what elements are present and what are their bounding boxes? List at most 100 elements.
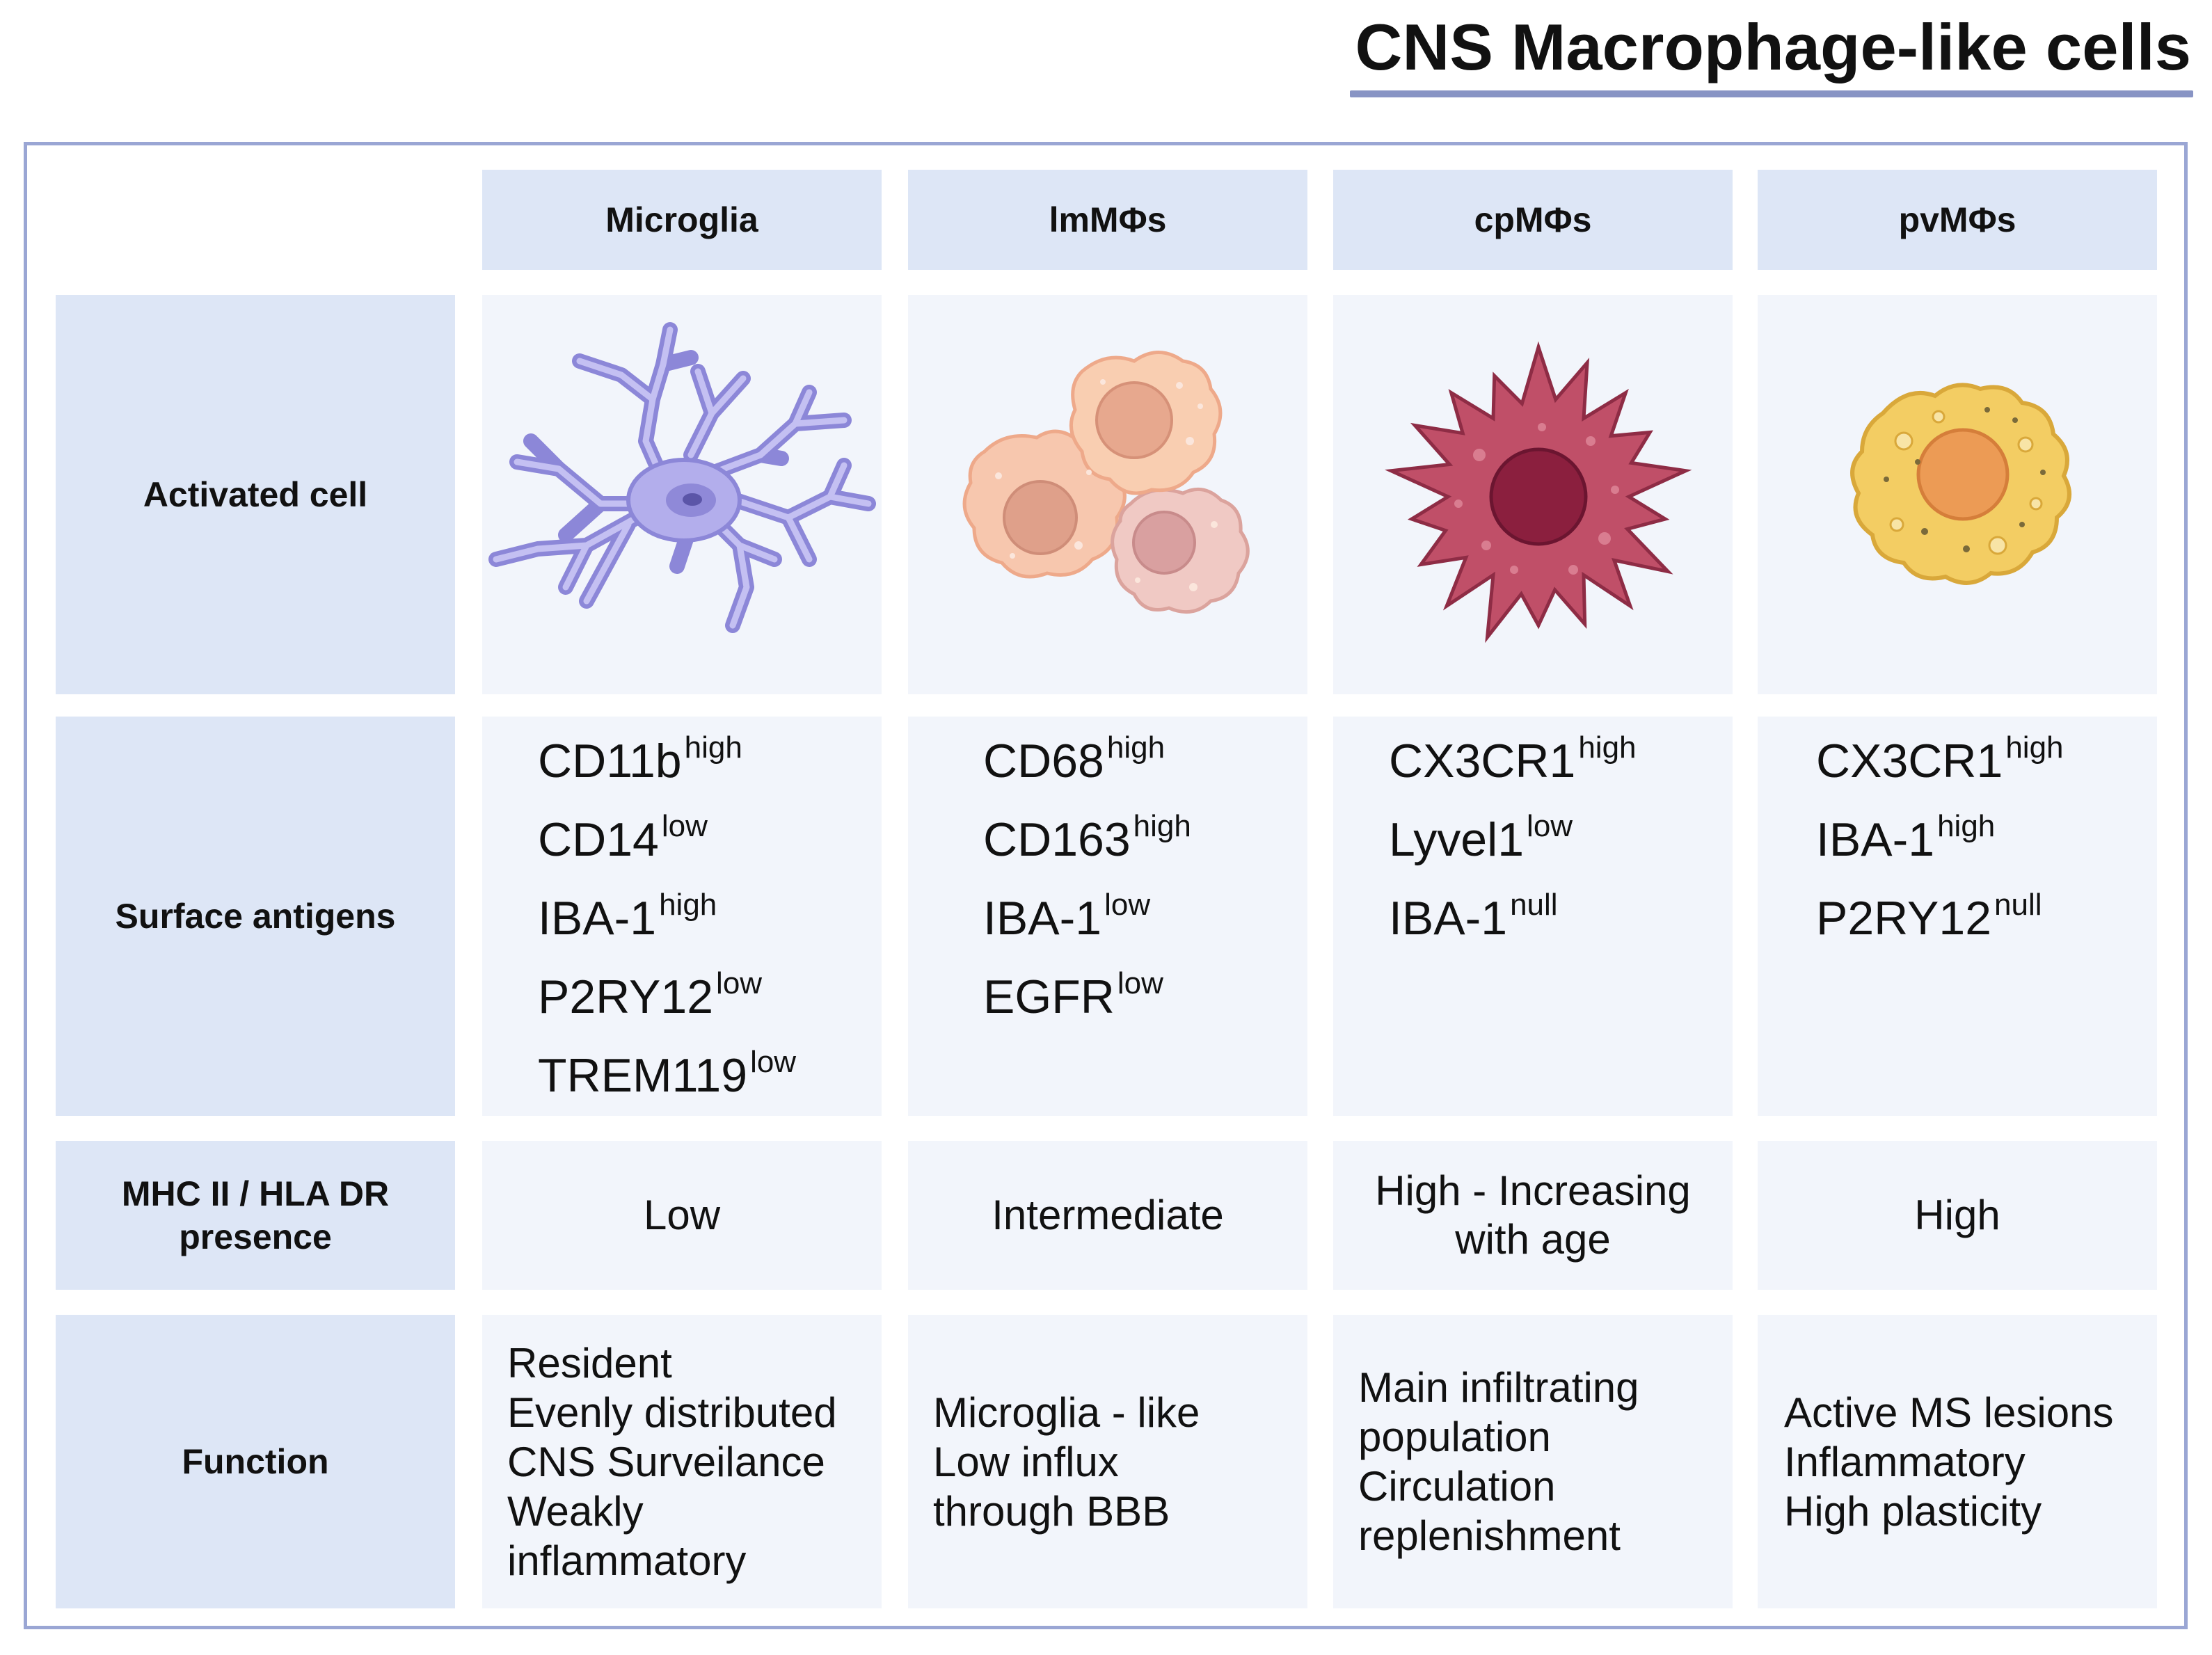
title-underline	[1350, 90, 2193, 97]
function-pv-macrophages: Active MS lesions Inflammatory High plas…	[1758, 1315, 2157, 1608]
antigen-level: low	[661, 809, 708, 843]
function-cp-macrophages: Main infiltrating population Circulation…	[1333, 1315, 1733, 1608]
antigen-level: low	[1117, 966, 1163, 1000]
antigen-level: null	[1994, 888, 2042, 922]
antigen-name: CX3CR1	[1816, 735, 2003, 787]
antigen-item: CX3CR1high	[1389, 725, 1733, 803]
antigen-level: null	[1510, 888, 1558, 922]
antigen-level: high	[1578, 730, 1637, 765]
antigen-level: low	[1527, 809, 1573, 843]
column-header-label: pvMΦs	[1898, 200, 2016, 239]
row-header-function: Function	[56, 1315, 455, 1608]
column-header-label: cpMΦs	[1474, 200, 1592, 239]
antigen-item: P2RY12null	[1816, 882, 2157, 961]
antigen-name: CD14	[538, 813, 659, 866]
row-header-surface-antigens: Surface antigens	[56, 717, 455, 1116]
mhc-value-line2: with age	[1455, 1216, 1611, 1263]
activated-cell-lm-macrophages	[908, 295, 1307, 694]
function-lm-macrophages: Microglia - like Low influx through BBB	[908, 1315, 1307, 1608]
function-line: Inflammatory	[1784, 1438, 2026, 1485]
mhc-value: Intermediate	[992, 1192, 1224, 1238]
activated-cell-cp-macrophages	[1333, 295, 1733, 694]
antigen-name: CD163	[983, 813, 1131, 866]
antigen-item: IBA-1high	[538, 882, 882, 961]
function-line: High plasticity	[1784, 1487, 2042, 1535]
mhc-lm-macrophages: Intermediate	[908, 1141, 1307, 1290]
antigen-name: CD68	[983, 735, 1104, 787]
function-line: Circulation	[1358, 1463, 1556, 1510]
antigen-level: low	[716, 966, 763, 1000]
antigen-name: IBA-1	[538, 892, 657, 945]
lm-macrophage-cluster-icon	[962, 351, 1250, 614]
antigen-item: CD14low	[538, 803, 882, 882]
column-header-label: lmMΦs	[1049, 200, 1167, 239]
row-header-label: Function	[182, 1442, 329, 1481]
function-line: Weakly	[507, 1487, 644, 1535]
pv-macrophage-cell-icon	[1850, 383, 2071, 585]
row-header-activated-cell: Activated cell	[56, 295, 455, 694]
row-header-label-line1: MHC II / HLA DR	[121, 1174, 390, 1213]
antigen-name: TREM119	[538, 1049, 748, 1102]
antigens-pv-macrophages: CX3CR1high IBA-1high P2RY12null	[1758, 717, 2157, 1116]
function-line: Microglia - like	[933, 1389, 1200, 1436]
microglia-cell-icon	[488, 322, 876, 633]
row-header-label: Surface antigens	[115, 897, 396, 936]
function-line: Resident	[507, 1339, 672, 1386]
antigen-item: P2RY12low	[538, 961, 882, 1039]
function-line: through BBB	[933, 1487, 1170, 1535]
antigen-level: high	[1106, 730, 1165, 765]
column-header-label: Microglia	[605, 200, 758, 239]
antigen-name: Lyvel1	[1389, 813, 1525, 866]
antigen-item: TREM119low	[538, 1039, 882, 1118]
mhc-cp-macrophages: High - Increasing with age	[1333, 1141, 1733, 1290]
antigen-name: IBA-1	[983, 892, 1102, 945]
column-header-pv-macrophages: pvMΦs	[1758, 170, 2157, 270]
row-header-mhc-presence: MHC II / HLA DR presence	[56, 1141, 455, 1290]
column-header-cp-macrophages: cpMΦs	[1333, 170, 1733, 270]
antigen-item: CD163high	[983, 803, 1307, 882]
antigen-item: CD68high	[983, 725, 1307, 803]
antigen-name: CD11b	[538, 735, 682, 787]
antigen-level: high	[1133, 809, 1191, 843]
antigens-microglia: CD11bhigh CD14low IBA-1high P2RY12low TR…	[482, 717, 882, 1116]
function-line: population	[1358, 1414, 1551, 1460]
antigens-lm-macrophages: CD68high CD163high IBA-1low EGFRlow	[908, 717, 1307, 1116]
row-header-label-line2: presence	[179, 1217, 332, 1256]
function-line: replenishment	[1358, 1512, 1621, 1559]
row-header-label: Activated cell	[143, 475, 368, 514]
antigen-item: CX3CR1high	[1816, 725, 2157, 803]
function-line: inflammatory	[507, 1537, 747, 1584]
antigen-name: P2RY12	[1816, 892, 1992, 945]
function-line: Evenly distributed	[507, 1389, 837, 1436]
antigen-level: high	[684, 730, 742, 765]
function-line: Active MS lesions	[1784, 1389, 2114, 1436]
antigen-level: high	[2005, 730, 2064, 765]
antigen-name: EGFR	[983, 970, 1115, 1023]
page-title: CNS Macrophage-like cells	[1355, 10, 2191, 83]
cp-macrophage-cell-icon	[1385, 341, 1692, 643]
function-microglia: Resident Evenly distributed CNS Surveila…	[482, 1315, 882, 1608]
antigen-item: CD11bhigh	[538, 725, 882, 803]
antigen-name: CX3CR1	[1389, 735, 1576, 787]
mhc-value: High	[1914, 1192, 2000, 1238]
mhc-microglia: Low	[482, 1141, 882, 1290]
antigen-item: IBA-1low	[983, 882, 1307, 961]
activated-cell-microglia	[482, 295, 882, 694]
antigen-item: IBA-1null	[1389, 882, 1733, 961]
function-line: Low influx	[933, 1438, 1119, 1485]
mhc-value: Low	[643, 1192, 721, 1238]
antigen-item: EGFRlow	[983, 961, 1307, 1039]
function-line: Main infiltrating	[1358, 1364, 1639, 1411]
antigens-cp-macrophages: CX3CR1high Lyvel1low IBA-1null	[1333, 717, 1733, 1116]
antigen-item: IBA-1high	[1816, 803, 2157, 882]
function-line: CNS Surveilance	[507, 1438, 825, 1485]
antigen-name: IBA-1	[1816, 813, 1935, 866]
antigen-level: low	[750, 1045, 797, 1079]
mhc-pv-macrophages: High	[1758, 1141, 2157, 1290]
antigen-level: low	[1104, 888, 1151, 922]
antigen-item: Lyvel1low	[1389, 803, 1733, 882]
column-header-microglia: Microglia	[482, 170, 882, 270]
antigen-name: IBA-1	[1389, 892, 1508, 945]
antigen-name: P2RY12	[538, 970, 714, 1023]
column-header-lm-macrophages: lmMΦs	[908, 170, 1307, 270]
